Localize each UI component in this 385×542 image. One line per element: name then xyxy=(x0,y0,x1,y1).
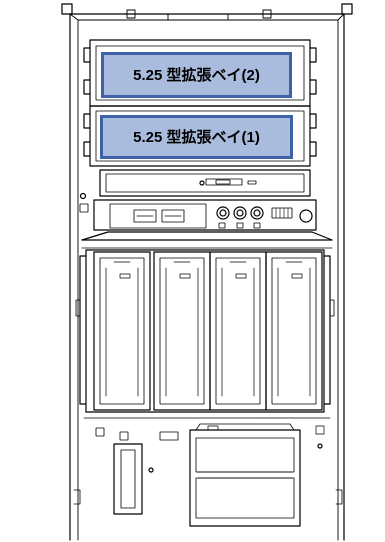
hdd-tray-3 xyxy=(209,251,267,411)
hdd-tray-4 xyxy=(265,251,323,411)
hdd-cage-top-rail xyxy=(81,231,333,249)
front-control-panel xyxy=(79,192,317,231)
lower-chassis xyxy=(73,417,343,527)
hdd-tray-2 xyxy=(153,251,211,411)
hdd-tray-1 xyxy=(93,251,151,411)
drive-bay-2-frame xyxy=(83,39,317,107)
drive-bay-1-frame xyxy=(83,105,317,167)
expansion-bay-2-label: 5.25 型拡張ベイ(2) xyxy=(101,52,292,98)
expansion-bay-1-label: 5.25 型拡張ベイ(1) xyxy=(100,115,293,159)
optical-drive xyxy=(99,169,311,197)
hdd-cage xyxy=(75,249,335,413)
chassis-frame xyxy=(61,3,353,541)
